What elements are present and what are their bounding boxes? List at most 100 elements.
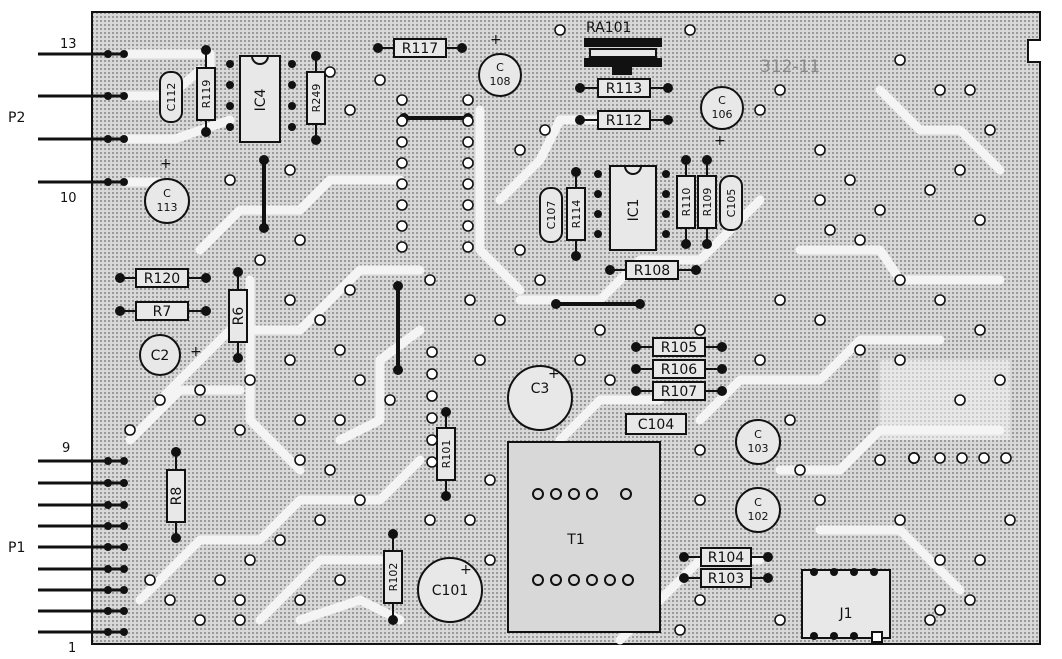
svg-text:C: C xyxy=(718,94,726,107)
solder-pad xyxy=(294,234,306,246)
solder-pad xyxy=(814,194,826,206)
capacitor-c3: C3 + xyxy=(507,365,573,431)
solder-pad xyxy=(194,414,206,426)
svg-text:103: 103 xyxy=(748,442,769,455)
solder-pad xyxy=(284,294,296,306)
capacitor-c107: C107 xyxy=(539,187,563,243)
solder-pad xyxy=(954,164,966,176)
solder-pad xyxy=(284,354,296,366)
solder-pad xyxy=(426,390,438,402)
capacitor-c113: C 113 + xyxy=(144,156,190,224)
solder-pad xyxy=(462,115,474,127)
capacitor-c108: C 108 + xyxy=(478,32,522,97)
solder-pad xyxy=(694,594,706,606)
solder-pad xyxy=(934,294,946,306)
solder-pad xyxy=(964,84,976,96)
p2-pin-top-label: 13 xyxy=(60,37,77,52)
solder-pad xyxy=(462,220,474,232)
resistor-r103: R103 xyxy=(679,568,773,588)
solder-pad xyxy=(344,104,356,116)
resistor-r104: R104 xyxy=(679,547,773,567)
svg-text:R104: R104 xyxy=(708,550,745,566)
svg-text:C105: C105 xyxy=(725,189,738,218)
resistor-r113: R113 xyxy=(575,78,673,98)
solder-pad xyxy=(194,384,206,396)
resistor-r108: R108 xyxy=(605,260,701,280)
solder-pad xyxy=(754,354,766,366)
solder-pad xyxy=(984,124,996,136)
svg-text:R109: R109 xyxy=(701,188,714,217)
solder-pad xyxy=(894,54,906,66)
resistor-r105: R105 xyxy=(631,337,727,357)
solder-pad xyxy=(534,274,546,286)
solder-pad xyxy=(974,554,986,566)
solder-pad xyxy=(974,324,986,336)
solder-pad xyxy=(604,374,616,386)
solder-pad xyxy=(954,394,966,406)
solder-pad xyxy=(824,224,836,236)
svg-text:R8: R8 xyxy=(169,487,185,506)
resistor-network-ra101: RA101 xyxy=(584,20,662,75)
solder-pad xyxy=(854,234,866,246)
solder-pad xyxy=(244,554,256,566)
solder-pad xyxy=(784,414,796,426)
transformer-t1: T1 xyxy=(532,488,634,586)
solder-pad xyxy=(314,514,326,526)
solder-pad xyxy=(554,24,566,36)
solder-pad xyxy=(462,157,474,169)
svg-text:R106: R106 xyxy=(661,362,698,378)
svg-text:113: 113 xyxy=(157,201,178,214)
solder-pad xyxy=(514,144,526,156)
p1-pin-bottom-label: 1 xyxy=(68,641,76,656)
solder-pad xyxy=(396,241,408,253)
solder-pad xyxy=(426,346,438,358)
svg-text:J1: J1 xyxy=(838,606,852,622)
ic-ic4: IC4 xyxy=(226,55,296,143)
svg-text:C3: C3 xyxy=(531,381,550,397)
svg-text:R7: R7 xyxy=(153,304,172,320)
solder-pad xyxy=(334,414,346,426)
solder-pad xyxy=(484,474,496,486)
svg-text:R114: R114 xyxy=(570,200,583,229)
solder-pad xyxy=(324,464,336,476)
open-pads xyxy=(124,24,1016,636)
svg-text:R108: R108 xyxy=(634,263,670,279)
solder-pad xyxy=(814,314,826,326)
solder-pad xyxy=(694,494,706,506)
wire-jumpers xyxy=(262,116,642,372)
resistor-r114: R114 xyxy=(566,167,586,261)
corner-region xyxy=(880,360,1010,440)
solder-pad xyxy=(396,199,408,211)
svg-text:C2: C2 xyxy=(151,348,170,364)
solder-pad xyxy=(384,394,396,406)
solder-pad xyxy=(854,344,866,356)
resistor-r120: R120 xyxy=(115,268,211,288)
svg-text:R101: R101 xyxy=(440,440,453,469)
capacitor-c103: C 103 xyxy=(735,419,781,465)
solder-pad xyxy=(574,354,586,366)
svg-text:R103: R103 xyxy=(708,571,744,587)
svg-text:R107: R107 xyxy=(661,384,697,400)
connector-p1-pads xyxy=(104,457,128,636)
solder-pad xyxy=(754,104,766,116)
solder-pad xyxy=(934,452,946,464)
svg-text:102: 102 xyxy=(748,510,769,523)
solder-pad xyxy=(464,514,476,526)
solder-pad xyxy=(396,220,408,232)
solder-pad xyxy=(396,157,408,169)
solder-pad xyxy=(894,274,906,286)
solder-pad xyxy=(1000,452,1012,464)
svg-text:IC4: IC4 xyxy=(253,89,269,112)
svg-text:+: + xyxy=(160,156,172,172)
solder-pad xyxy=(974,214,986,226)
solder-pad xyxy=(426,412,438,424)
svg-text:IC1: IC1 xyxy=(626,199,642,222)
solder-pad xyxy=(462,178,474,190)
solder-pad xyxy=(814,144,826,156)
svg-text:C: C xyxy=(496,61,504,74)
solder-pad xyxy=(314,314,326,326)
svg-text:R105: R105 xyxy=(661,340,697,356)
solder-pad xyxy=(344,284,356,296)
solder-pad xyxy=(234,614,246,626)
p2-label: P2 xyxy=(8,110,25,126)
